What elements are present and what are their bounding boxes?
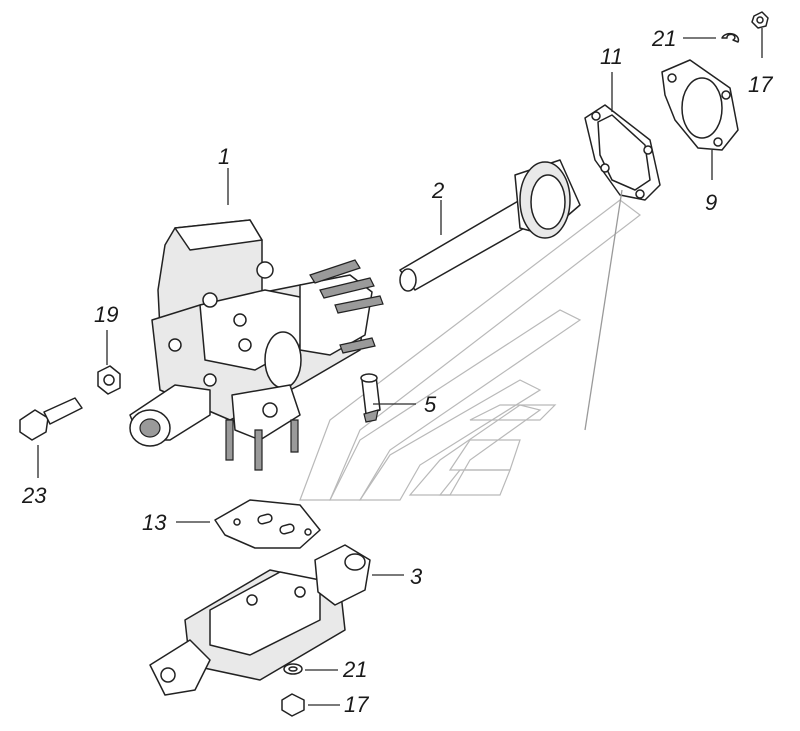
callout-21-top: 21 [651,26,676,51]
part-nut-17-top [751,11,769,29]
callout-13: 13 [142,510,167,535]
part-washer-21-bottom [283,663,303,675]
watermark [299,199,641,501]
part-shaft [399,159,581,292]
part-gasket-13 [214,499,321,549]
callout-3: 3 [410,564,423,589]
callout-labels: 1 2 3 5 9 11 13 17 17 19 21 21 23 [21,26,773,717]
callout-23: 23 [21,483,47,508]
leader-lines [37,28,763,706]
callout-21-bottom: 21 [342,657,367,682]
part-nut-19 [97,365,121,395]
callout-5: 5 [424,392,437,417]
callout-17-top: 17 [748,72,773,97]
part-fitting-5 [360,373,381,423]
callout-19: 19 [94,302,118,327]
part-gasket-9 [661,59,739,151]
callout-1: 1 [218,144,230,169]
part-valve-3 [149,544,371,696]
callout-11: 11 [600,44,623,69]
part-valve-housing [129,219,384,471]
callout-17-bottom: 17 [344,692,369,717]
part-cover-plate [584,104,661,201]
callout-9: 9 [705,190,717,215]
part-washer-21-top [721,32,740,43]
callout-2: 2 [431,178,444,203]
part-nut-17-bottom [281,693,305,717]
part-bolt-23 [19,397,83,441]
